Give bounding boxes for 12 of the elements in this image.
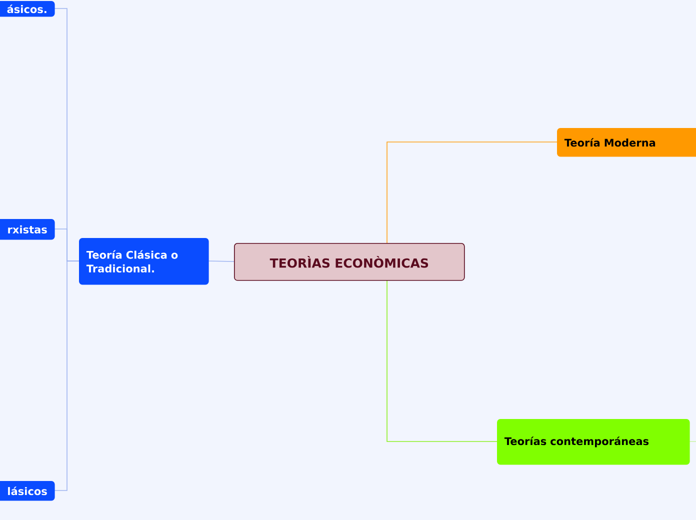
topic-box: rxistas: [0, 219, 55, 240]
topic-box: Teorías contemporáneas: [497, 419, 690, 465]
topic-box: Teoría Moderna: [557, 128, 696, 157]
center-topic-box: TEORÌAS ECONÒMICAS: [234, 243, 465, 281]
topic-box: lásicos: [0, 481, 55, 501]
connector-line: [386, 142, 558, 244]
topic-box: ásicos.: [0, 1, 55, 17]
topic-box: Teoría Clásica o Tradicional.: [79, 238, 209, 285]
connector-line: [688, 441, 696, 442]
connector-line: [54, 260, 80, 491]
connector-line: [386, 280, 498, 442]
connector-line: [208, 260, 234, 262]
